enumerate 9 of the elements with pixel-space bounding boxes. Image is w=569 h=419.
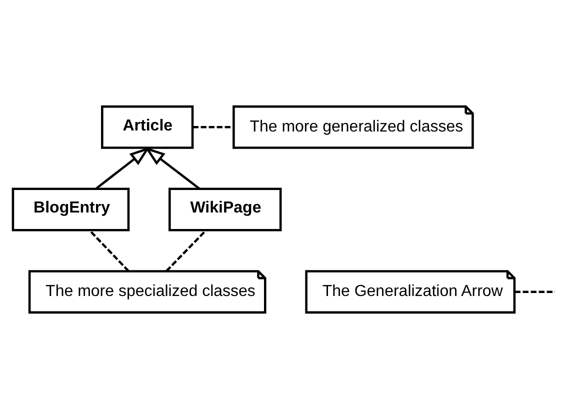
node-box: WikiPage: [168, 188, 282, 232]
connector: [166, 229, 207, 272]
connector: [192, 126, 234, 128]
connector: [88, 229, 130, 272]
arrow: [144, 146, 200, 190]
arrow: [95, 146, 150, 190]
node-box: Article: [101, 105, 194, 149]
connector: [514, 290, 555, 293]
node-box: BlogEntry: [12, 188, 130, 232]
